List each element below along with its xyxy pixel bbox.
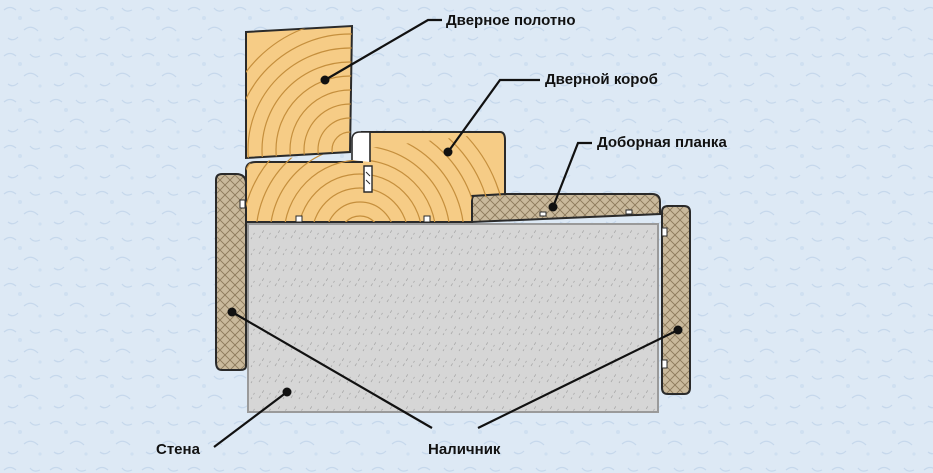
leader-lines bbox=[213, 18, 679, 448]
label-door-leaf: Дверное полотно bbox=[446, 12, 576, 29]
label-casing: Наличник bbox=[428, 441, 501, 458]
casing-left bbox=[215, 173, 247, 371]
leader-dots bbox=[227, 75, 683, 397]
casing-right bbox=[661, 205, 691, 395]
door-leaf bbox=[245, 24, 354, 160]
label-door-frame: Дверной короб bbox=[545, 71, 658, 88]
label-extension-board: Доборная планка bbox=[597, 134, 727, 151]
door-frame bbox=[245, 131, 506, 223]
wall bbox=[247, 223, 659, 413]
label-wall: Стена bbox=[156, 441, 200, 458]
